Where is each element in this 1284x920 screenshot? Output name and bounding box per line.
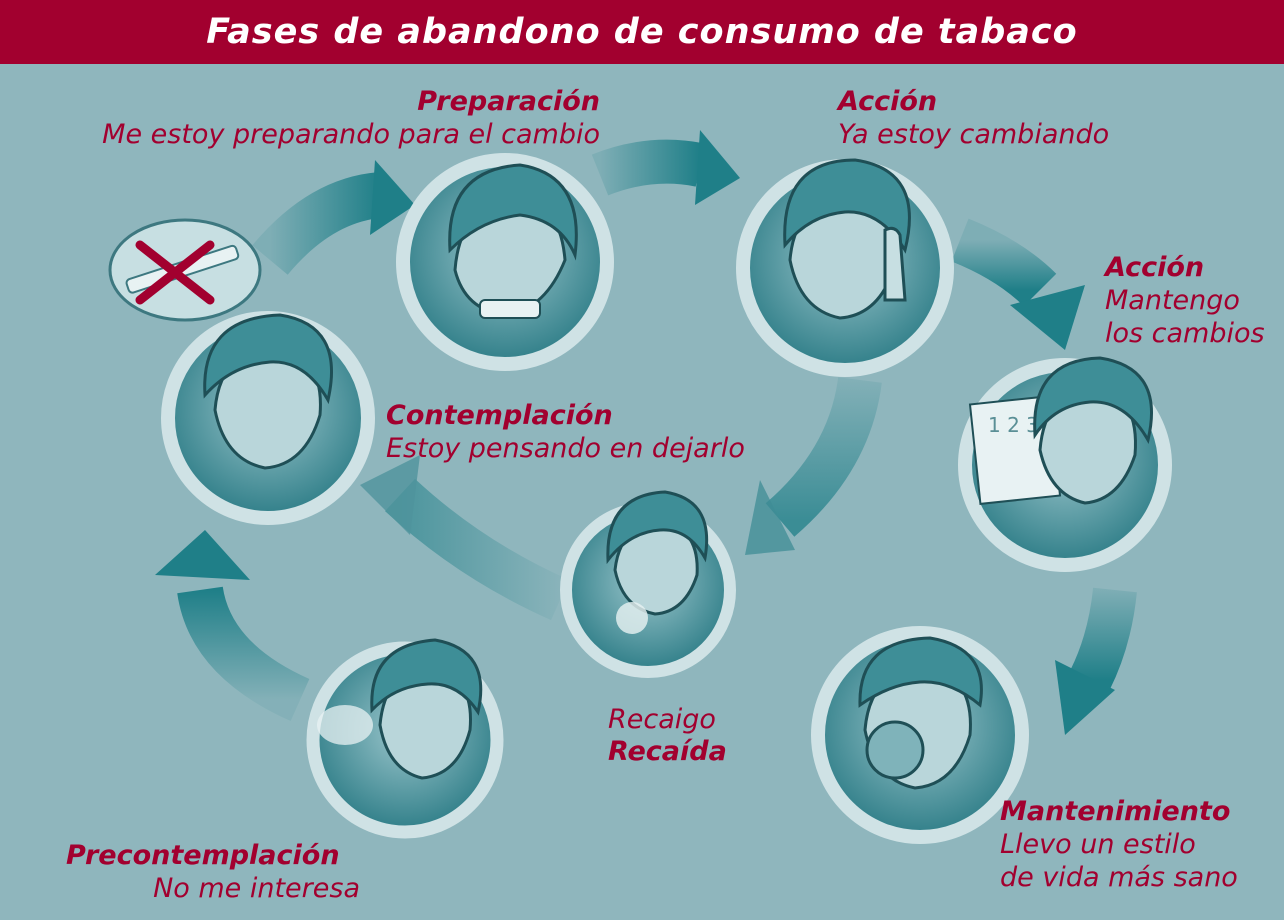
arrow-action-to-maintain <box>951 218 1085 350</box>
stage-text-maintenance-b: de vida más sano <box>1000 862 1238 893</box>
portrait-maintain: 1 2 3 4 5 6 <box>958 356 1172 572</box>
arrow-precontemplation-to-contemplation <box>155 530 310 722</box>
stage-title-preparation: Preparación <box>417 86 600 117</box>
label-precontemplation: Precontemplación No me interesa <box>66 840 360 905</box>
stage-text-maintenance-a: Llevo un estilo <box>1000 829 1196 860</box>
arrow-maintain-to-maintenance <box>1055 587 1137 735</box>
arrow-preparation-to-action <box>591 130 740 205</box>
stage-title-contemplation: Contemplación <box>386 400 613 431</box>
stage-title-action-2: Acción <box>1105 252 1205 283</box>
label-relapse: Recaigo Recaída <box>608 703 727 768</box>
portrait-action <box>736 158 954 377</box>
stage-text-preparation: Me estoy preparando para el cambio <box>102 119 600 150</box>
page-title: Fases de abandono de consumo de tabaco <box>206 12 1078 52</box>
label-preparation: Preparación Me estoy preparando para el … <box>102 86 600 151</box>
stage-title-action: Acción <box>838 86 938 117</box>
label-action-maintain: Acción Mantengo los cambios <box>1105 252 1265 350</box>
stage-title-relapse: Recaída <box>608 736 727 767</box>
stage-text-precontemplation: No me interesa <box>153 873 360 904</box>
label-maintenance: Mantenimiento Llevo un estilo de vida má… <box>1000 796 1238 894</box>
title-banner: Fases de abandono de consumo de tabaco <box>0 0 1284 64</box>
label-action: Acción Ya estoy cambiando <box>838 86 1109 151</box>
stage-text-relapse: Recaigo <box>608 704 716 735</box>
stage-title-precontemplation: Precontemplación <box>66 840 340 871</box>
stage-text-action: Ya estoy cambiando <box>838 119 1110 150</box>
arrow-action-to-relapse <box>745 376 882 555</box>
label-contemplation: Contemplación Estoy pensando en dejarlo <box>386 400 745 465</box>
portrait-relapse <box>560 490 736 678</box>
portrait-preparation <box>396 153 614 371</box>
stage-text-action-2a: Mantengo <box>1105 285 1240 316</box>
portrait-contemplation <box>161 311 375 525</box>
stage-text-contemplation: Estoy pensando en dejarlo <box>386 433 745 464</box>
portrait-maintenance <box>811 626 1029 844</box>
stage-title-maintenance: Mantenimiento <box>1000 796 1231 827</box>
stage-text-action-2b: los cambios <box>1105 318 1265 349</box>
portrait-precontemplation <box>306 638 504 839</box>
arrow-contemplation-to-preparation <box>252 160 415 276</box>
arrow-relapse-to-contemplation <box>360 455 569 621</box>
